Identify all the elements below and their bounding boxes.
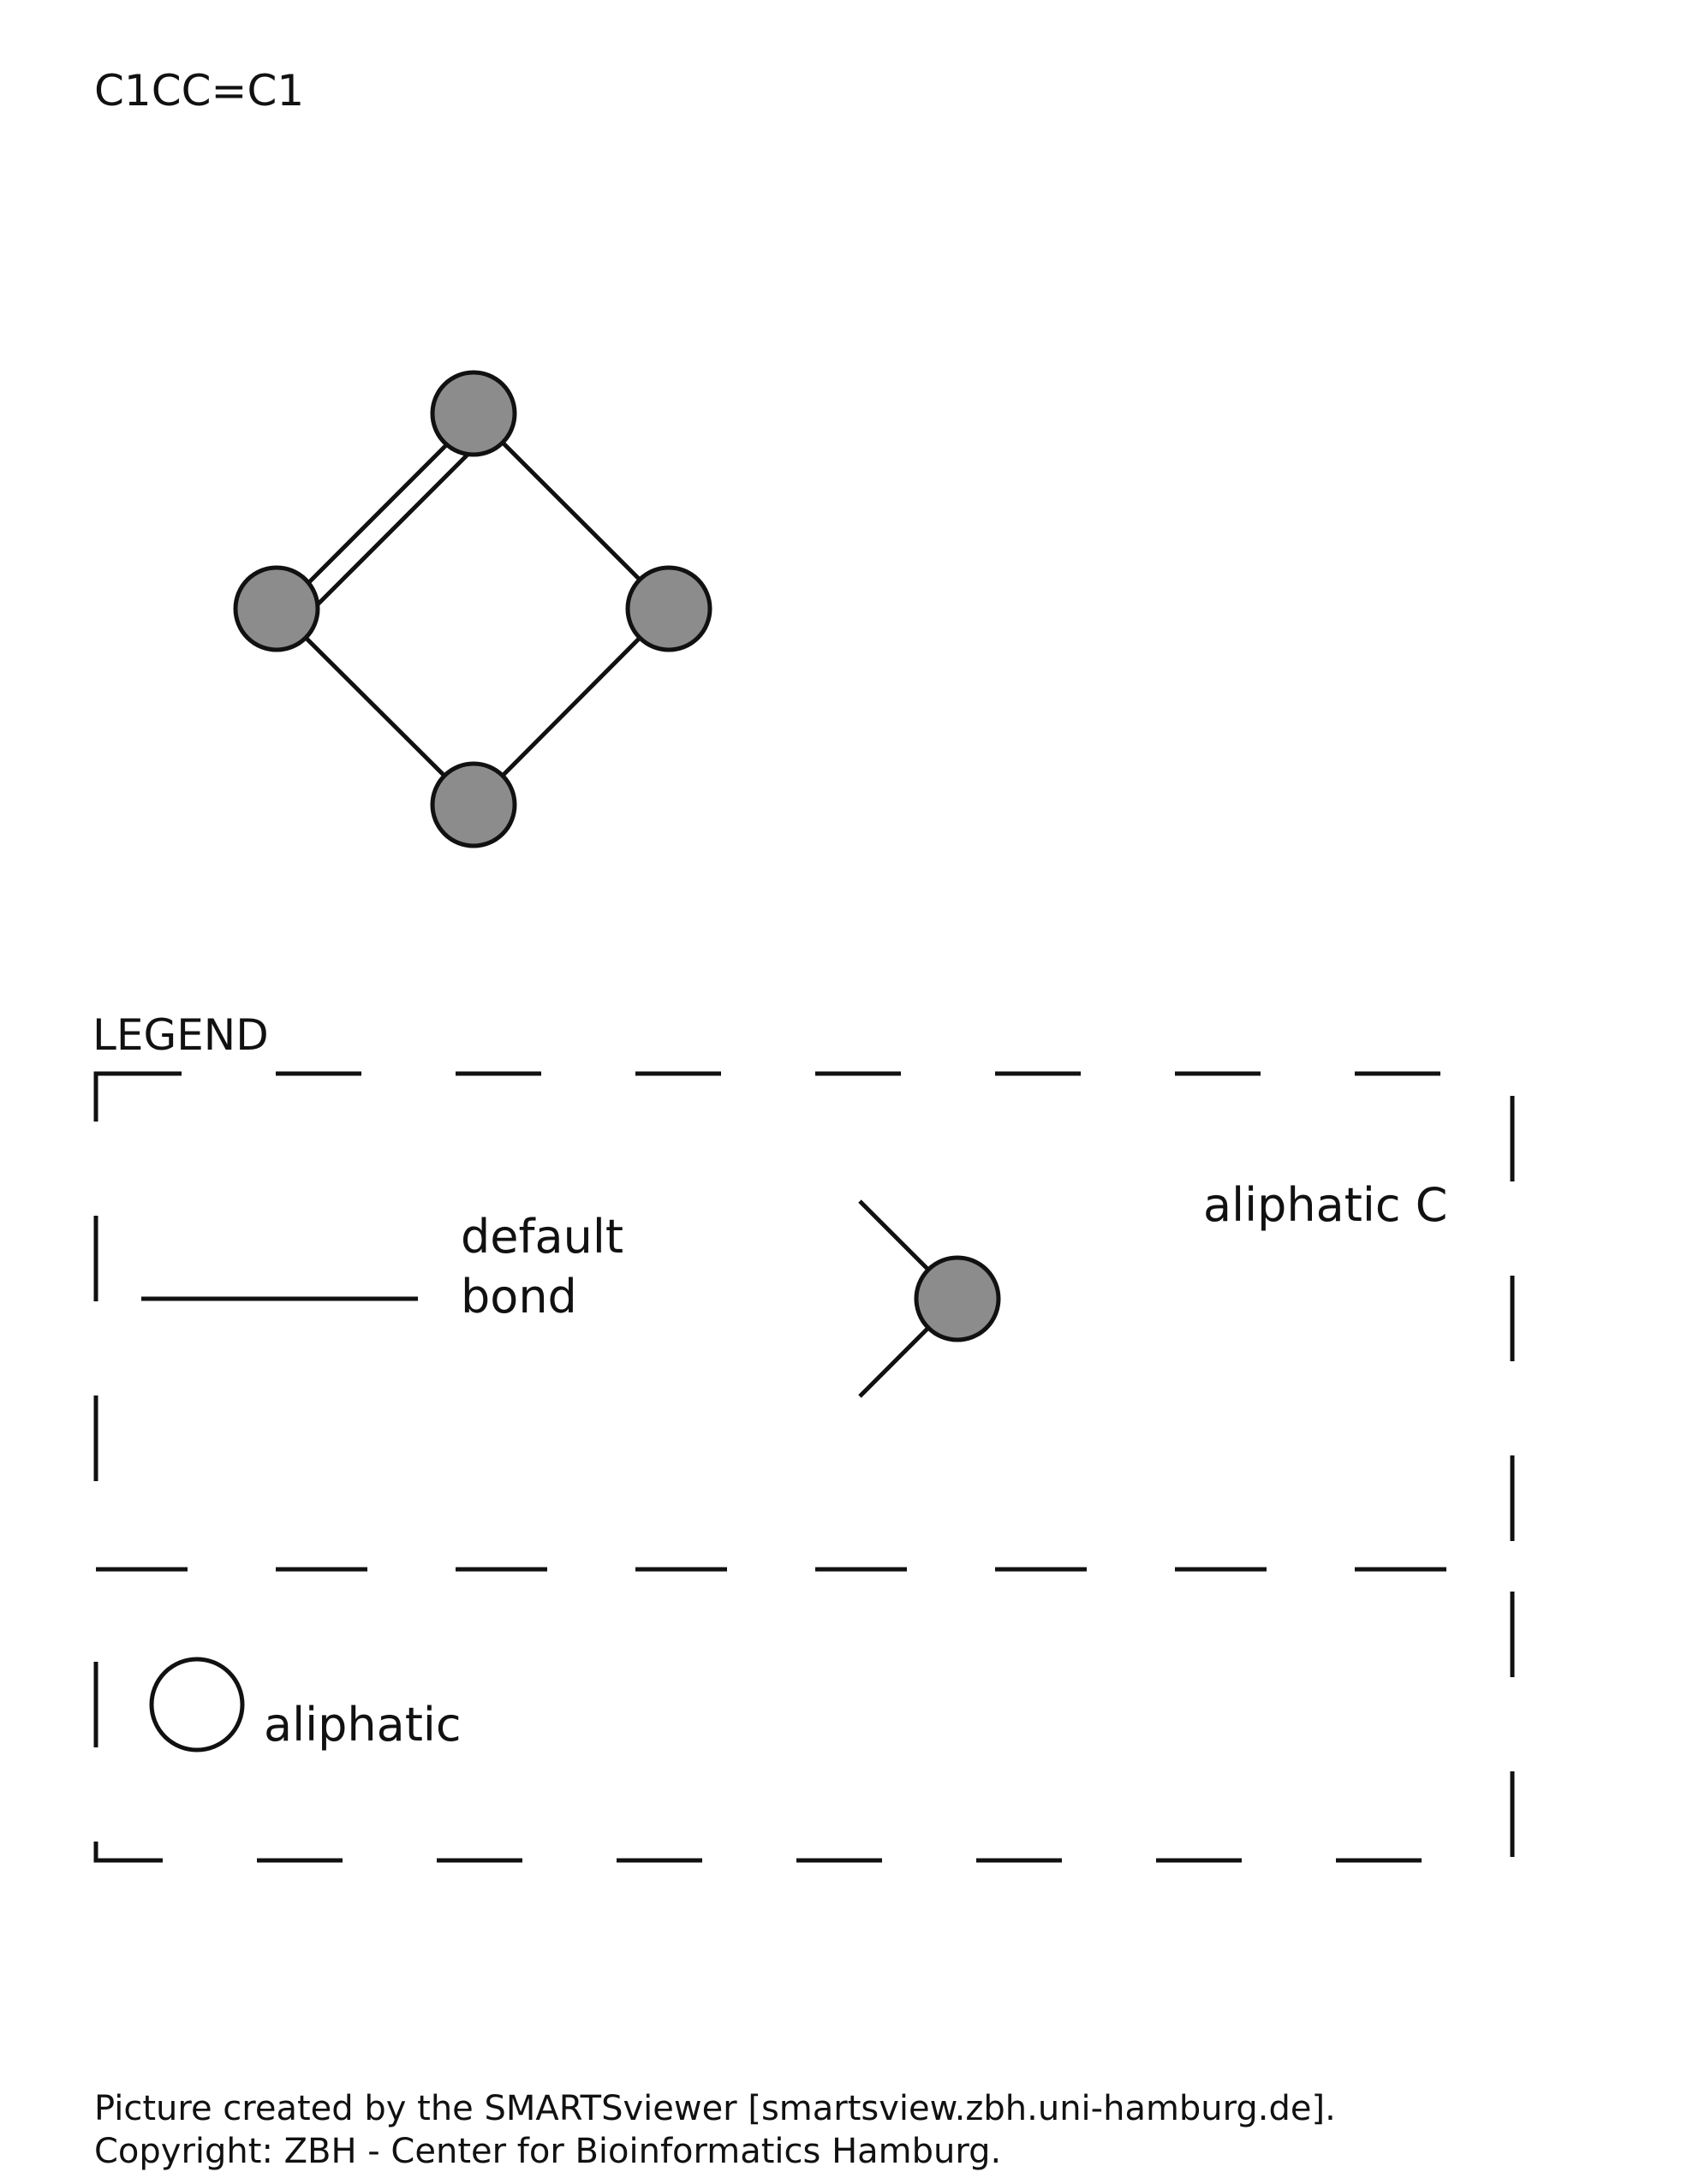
- legend-box-lower: [93, 1567, 1515, 1863]
- legend-ring-label: aliphatic: [264, 1698, 462, 1752]
- legend-ring-sample: [149, 1657, 245, 1753]
- legend: LEGEND default bond aliphatic C aliphati…: [92, 1010, 1515, 1863]
- atom-left: [233, 565, 320, 652]
- bond-left-bottom: [275, 607, 475, 806]
- legend-frame: [93, 1071, 1515, 1863]
- footer-line-1: Picture created by the SMARTSviewer [sma…: [94, 2089, 1336, 2128]
- atom-right: [625, 565, 712, 652]
- bond-right-bottom: [472, 607, 671, 806]
- footer: Picture created by the SMARTSviewer [sma…: [94, 2089, 1336, 2171]
- legend-bond-label-line2: bond: [461, 1270, 577, 1324]
- molecule: [233, 370, 712, 848]
- bond-double-b: [297, 448, 474, 625]
- legend-atom-label: aliphatic C: [1203, 1178, 1447, 1232]
- legend-bond-label-line1: default: [461, 1210, 623, 1264]
- atoms: [233, 370, 712, 848]
- bond-top-right: [472, 412, 671, 610]
- smiles-title: C1CC=C1: [94, 66, 304, 116]
- bonds: [275, 412, 671, 806]
- legend-title: LEGEND: [92, 1010, 269, 1060]
- legend-bond-label: default bond: [461, 1210, 638, 1324]
- atom-bottom: [430, 761, 517, 848]
- legend-atom-sample: [914, 1255, 1001, 1342]
- bond-double-a: [282, 432, 459, 610]
- footer-line-2: Copyright: ZBH - Center for Bioinformati…: [94, 2132, 1001, 2171]
- legend-box-upper: [93, 1071, 1515, 1572]
- atom-top: [430, 370, 517, 457]
